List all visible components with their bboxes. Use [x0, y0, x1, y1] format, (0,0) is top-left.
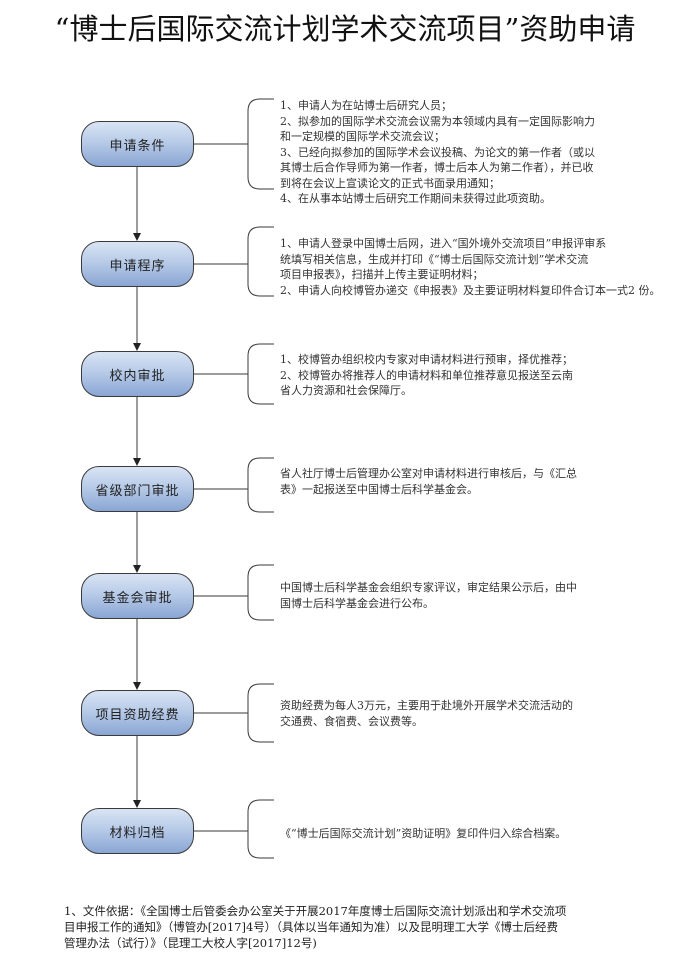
description-line: 国博士后科学基金会进行公布。: [280, 596, 434, 610]
step-node: 材料归档: [81, 808, 194, 854]
bracket-shape: [247, 343, 274, 405]
description-line: 和一定规模的国际学术交流会议；: [280, 130, 445, 143]
step-node: 省级部门审批: [81, 466, 194, 512]
description-line: 中国博士后科学基金会组织专家评议，审定结果公示后，由中: [280, 581, 577, 594]
step-node: 申请程序: [81, 241, 194, 287]
description-line: 其博士后合作导师为第一作者，博士后本人为第二作者），并已收: [280, 161, 594, 174]
footnote: 1、文件依据：《全国博士后管委会办公室关于开展2017年度博士后国际交流计划派出…: [64, 903, 566, 951]
footnote-line: 1、文件依据：《全国博士后管委会办公室关于开展2017年度博士后国际交流计划派出…: [64, 904, 567, 918]
step-description: 1、申请人为在站博士后研究人员； 2、拟参加的国际学术交流会议需为本领域内具有一定…: [280, 98, 595, 207]
description-line: 2、拟参加的国际学术交流会议需为本领域内具有一定国际影响力: [280, 114, 595, 128]
description-line: 2、申请人向校博管办递交《申报表》及主要证明材料复印件合订本一式2 份。: [280, 283, 661, 297]
bracket-shape: [247, 457, 274, 513]
bracket-shape: [247, 226, 274, 297]
bracket-shape: [247, 564, 274, 621]
footnote-line: 管理办法（试行）》（昆理工大校人字[2017]12号): [64, 936, 317, 950]
description-line: 统填写相关信息，生成并打印《“博士后国际交流计划”学术交流: [280, 252, 589, 266]
step-description: 1、校博管办组织校内专家对申请材料进行预审，择优推荐； 2、校博管办将推荐人的申请…: [280, 352, 573, 399]
description-line: 表》一起报送至中国博士后科学基金会。: [280, 482, 478, 496]
description-line: 资助经费为每人3万元，主要用于赴境外开展学术交流活动的: [280, 699, 573, 712]
footnote-line: 目申报工作的通知》（博管办[2017]4号）（具体以当年通知为准）以及昆明理工大…: [64, 920, 559, 934]
description-line: 省人力资源和社会保障厅。: [280, 384, 412, 397]
step-node: 基金会审批: [81, 573, 194, 619]
bracket-shape: [247, 799, 274, 859]
description-line: 到将在会议上宣读论文的正式书面录用通知；: [280, 176, 500, 190]
step-node: 申请条件: [81, 121, 194, 167]
step-description: 《“博士后国际交流计划”资助证明》复印件归入综合档案。: [280, 826, 566, 842]
description-line: 3、已经向拟参加的国际学术会议投稿、为论文的第一作者（或以: [280, 145, 595, 159]
description-line: 省人社厅博士后管理办公室对申请材料进行审核后，与《汇总: [280, 467, 577, 480]
step-description: 中国博士后科学基金会组织专家评议，审定结果公示后，由中国博士后科学基金会进行公布…: [280, 580, 577, 611]
description-line: 1、校博管办组织校内专家对申请材料进行预审，择优推荐；: [280, 353, 573, 366]
step-description: 资助经费为每人3万元，主要用于赴境外开展学术交流活动的交通费、食宿费、会议费等。: [280, 698, 573, 729]
description-line: 2、校博管办将推荐人的申请材料和单位推荐意见报送至云南: [280, 368, 573, 382]
description-line: 交通费、食宿费、会议费等。: [280, 714, 423, 728]
bracket-shape: [247, 683, 274, 743]
description-line: 1、申请人登录中国博士后网，进入“国外境外交流项目”申报评审系: [280, 237, 607, 250]
step-node: 项目资助经费: [81, 690, 194, 736]
step-description: 1、申请人登录中国博士后网，进入“国外境外交流项目”申报评审系统填写相关信息，生…: [280, 236, 661, 298]
description-line: 项目申报表》，扫描并上传主要证明材料；: [280, 268, 484, 281]
description-line: 《“博士后国际交流计划”资助证明》复印件归入综合档案。: [280, 827, 567, 840]
description-line: 4、在从事本站博士后研究工作期间未获得过此项资助。: [280, 192, 551, 205]
bracket-shape: [247, 98, 274, 190]
step-node: 校内审批: [81, 351, 194, 397]
page-title: “博士后国际交流计划学术交流项目”资助申请: [54, 12, 636, 46]
step-description: 省人社厅博士后管理办公室对申请材料进行审核后，与《汇总表》一起报送至中国博士后科…: [280, 466, 577, 497]
description-line: 1、申请人为在站博士后研究人员；: [280, 99, 452, 112]
